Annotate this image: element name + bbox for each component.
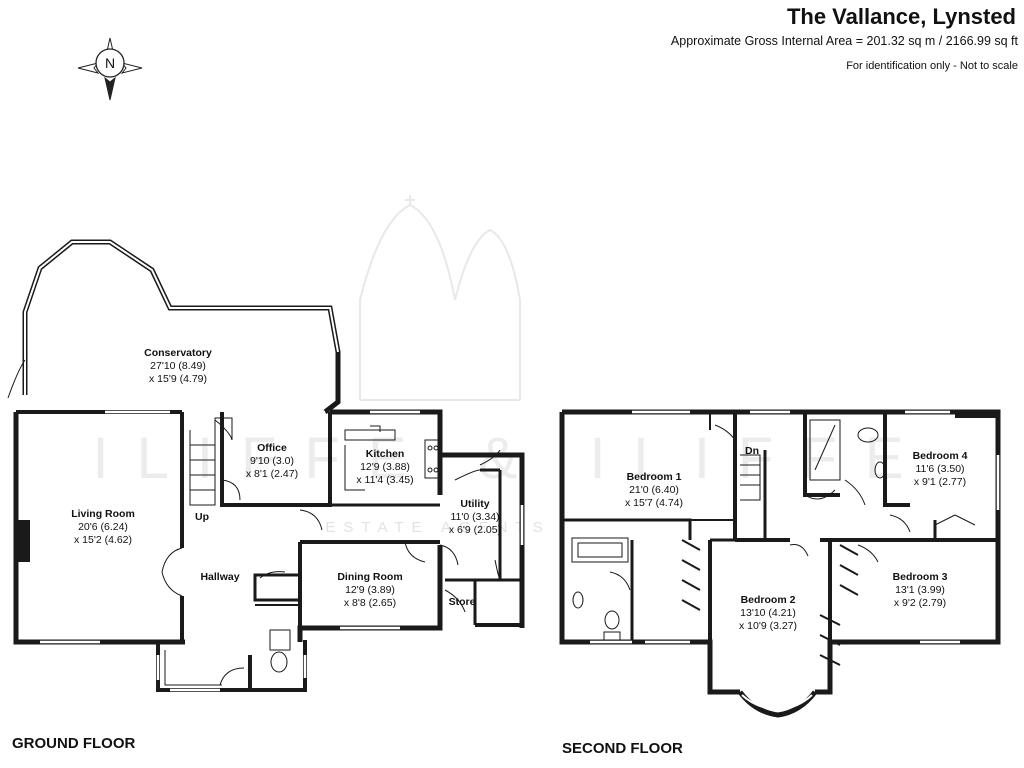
room-name: Store: [449, 596, 476, 608]
ground-floor-plan: [7, 239, 525, 692]
room-dimension: x 9'1 (2.77): [914, 476, 966, 488]
ground-floor-label: GROUND FLOOR: [12, 735, 136, 752]
room-dimension: x 15'2 (4.62): [74, 534, 132, 546]
gross-area-text: Approximate Gross Internal Area = 201.32…: [670, 34, 1018, 48]
room-dimension: x 10'9 (3.27): [739, 620, 797, 632]
stair-label: Dn: [745, 445, 759, 457]
room-name: Dining Room: [337, 571, 402, 583]
stair-label: Up: [195, 511, 209, 523]
watermark-text: ILIFFE & ILIFFE: [93, 426, 932, 491]
room-dimension: 12'9 (3.88): [360, 461, 410, 473]
compass-icon: N: [77, 37, 143, 101]
room-name: Bedroom 1: [627, 471, 682, 483]
watermark: [359, 195, 521, 401]
compass-north-label: N: [105, 55, 115, 71]
room-dimension: 27'10 (8.49): [150, 360, 206, 372]
watermark-subtext: ESTATE AGENTS: [325, 519, 550, 536]
second-floor-label: SECOND FLOOR: [562, 740, 683, 757]
room-dimension: 9'10 (3.0): [250, 455, 294, 467]
room-name: Bedroom 3: [893, 571, 948, 583]
room-name: Bedroom 2: [741, 594, 796, 606]
room-dimension: 12'9 (3.89): [345, 584, 395, 596]
room-name: Kitchen: [366, 448, 405, 460]
second-floor-plan: [559, 409, 1001, 718]
room-name: Office: [257, 442, 287, 454]
room-dimension: x 8'8 (2.65): [344, 597, 396, 609]
room-dimension: x 9'2 (2.79): [894, 597, 946, 609]
room-name: Living Room: [71, 508, 135, 520]
room-dimension: x 6'9 (2.05): [449, 524, 501, 536]
room-name: Hallway: [200, 571, 239, 583]
room-dimension: 11'0 (3.34): [450, 511, 499, 523]
room-name: Utility: [460, 498, 489, 510]
property-title: The Vallance, Lynsted: [786, 4, 1016, 29]
room-dimension: x 15'7 (4.74): [625, 497, 683, 509]
room-dimension: 20'6 (6.24): [78, 521, 128, 533]
room-dimension: 13'1 (3.99): [895, 584, 945, 596]
room-dimension: x 11'4 (3.45): [356, 474, 413, 486]
room-dimension: 21'0 (6.40): [629, 484, 679, 496]
room-dimension: 13'10 (4.21): [740, 607, 796, 619]
second-floor-labels: Bedroom 1 21'0 (6.40) x 15'7 (4.74) Bedr…: [625, 445, 968, 632]
scale-note: For identification only - Not to scale: [846, 60, 1018, 72]
room-dimension: 11'6 (3.50): [915, 463, 964, 475]
room-dimension: x 15'9 (4.79): [149, 373, 207, 385]
room-name: Bedroom 4: [913, 450, 968, 462]
room-dimension: x 8'1 (2.47): [246, 468, 298, 480]
ground-floor-labels: Conservatory 27'10 (8.49) x 15'9 (4.79) …: [71, 347, 501, 609]
room-name: Conservatory: [144, 347, 212, 359]
